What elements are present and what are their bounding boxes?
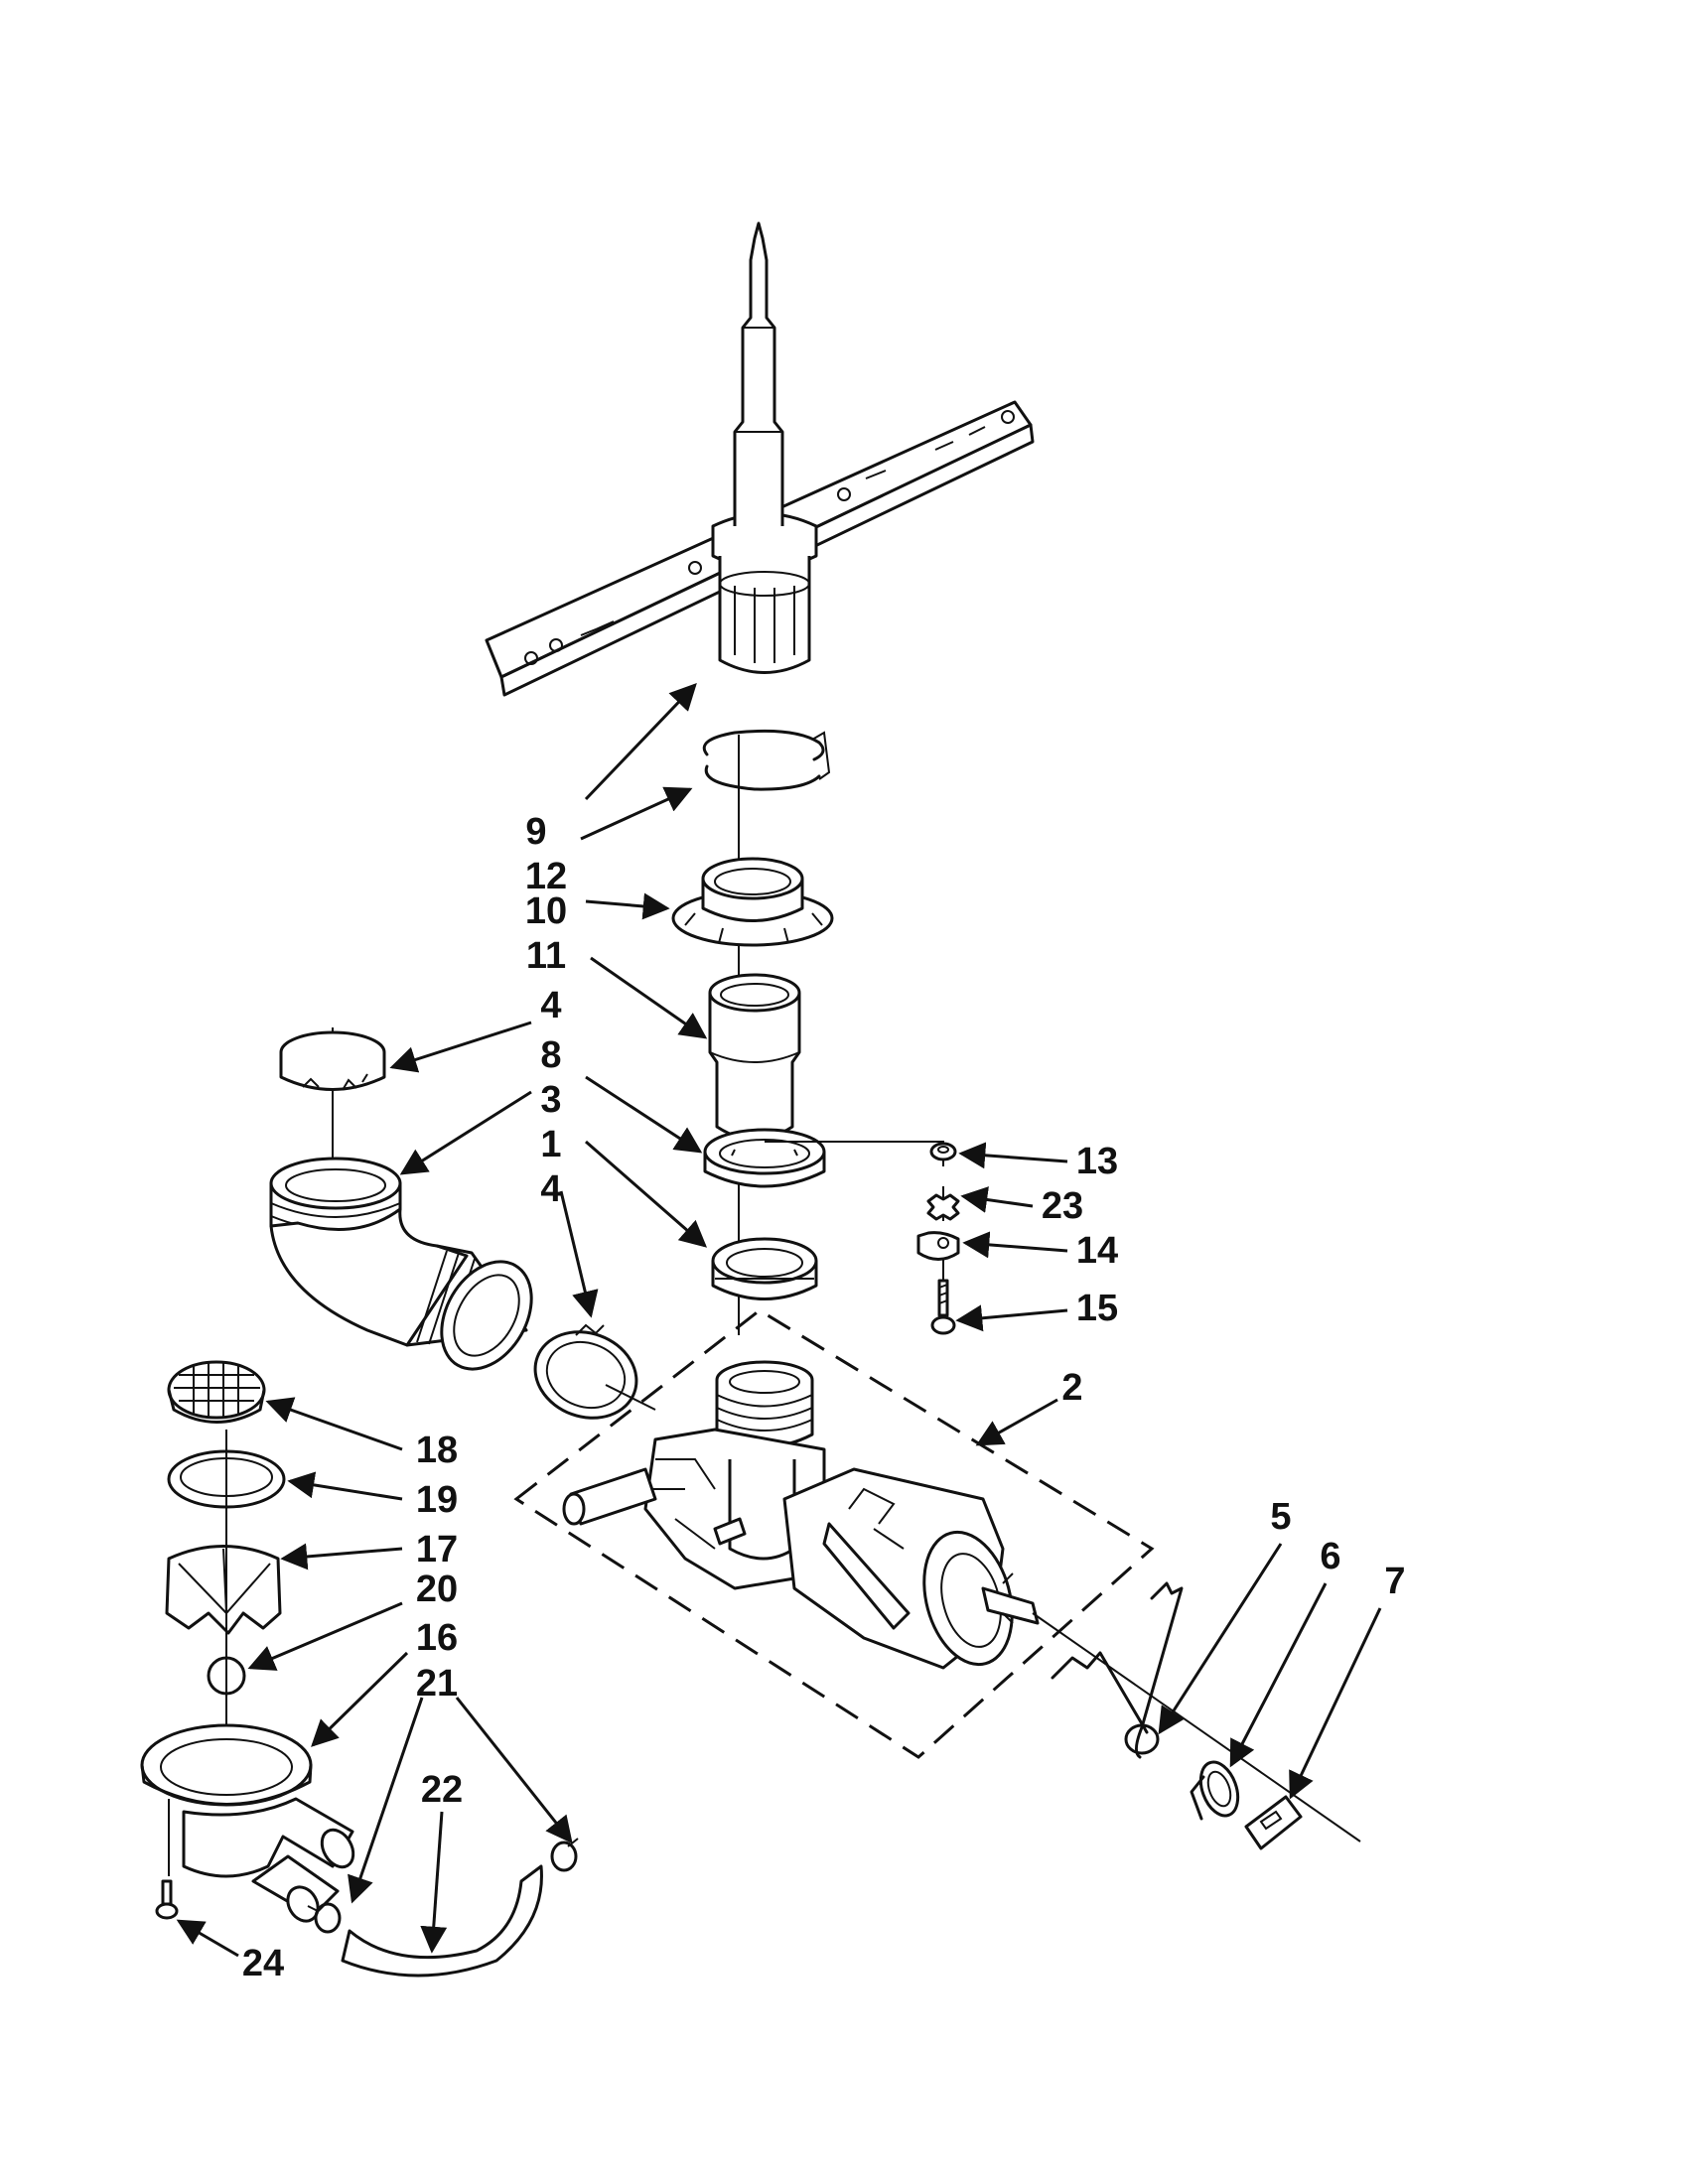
star-washer-23 <box>926 1193 960 1221</box>
lower-spray-arm <box>485 221 1035 697</box>
callout-3: 3 <box>540 1079 561 1121</box>
elbow-hose-3 <box>269 1157 533 1371</box>
callout-21: 21 <box>416 1663 458 1705</box>
screw-15 <box>930 1279 956 1335</box>
screw-24 <box>155 1879 179 1920</box>
callout-4-side: 4 <box>540 1168 561 1210</box>
callout-4-top: 4 <box>540 985 561 1026</box>
grommet-6 <box>1190 1760 1240 1821</box>
callout-15: 15 <box>1076 1288 1118 1329</box>
hose-clamp-21-right <box>550 1838 579 1872</box>
spray-arm-mount <box>671 857 834 947</box>
callout-11: 11 <box>526 935 566 977</box>
callout-1: 1 <box>540 1124 561 1165</box>
callout-14: 14 <box>1076 1230 1118 1272</box>
hose-clamp-4-side <box>533 1323 638 1420</box>
filter-grate-18 <box>167 1360 266 1424</box>
callout-13: 13 <box>1076 1141 1118 1182</box>
leader-lines <box>176 683 1382 1958</box>
seal-ring-8 <box>703 1128 826 1188</box>
callout-19: 19 <box>416 1479 458 1521</box>
pump-motor-assembly <box>562 1360 1040 1670</box>
callout-20: 20 <box>416 1569 458 1610</box>
callout-18: 18 <box>416 1430 458 1471</box>
snap-ring <box>702 729 831 791</box>
callout-10: 10 <box>525 890 567 932</box>
callout-6: 6 <box>1320 1536 1340 1577</box>
nut-13 <box>929 1142 957 1161</box>
sump-housing-16 <box>140 1723 355 1923</box>
callout-23: 23 <box>1042 1185 1083 1227</box>
hose-clamp-4-top <box>279 1030 386 1091</box>
hose-clamp-21-left <box>307 1902 342 1934</box>
motor-shaft-axis <box>1032 1612 1361 1843</box>
hose-axis <box>605 1384 656 1411</box>
callout-22: 22 <box>421 1769 463 1811</box>
pump-motor-boundary <box>513 1308 1155 1759</box>
drain-hose-22 <box>341 1864 543 1978</box>
ring-1 <box>711 1237 818 1300</box>
callout-8: 8 <box>540 1034 561 1076</box>
plate-7 <box>1244 1795 1303 1850</box>
callout-17: 17 <box>416 1529 458 1570</box>
callout-5: 5 <box>1270 1496 1291 1538</box>
callout-9: 9 <box>525 811 546 853</box>
cylinder-sleeve <box>708 973 801 1141</box>
callout-24: 24 <box>242 1943 284 1984</box>
callout-16: 16 <box>416 1617 458 1659</box>
callout-2: 2 <box>1061 1367 1082 1409</box>
wire-clip-5 <box>1051 1581 1184 1759</box>
strainer-17 <box>165 1545 282 1635</box>
bracket-14 <box>916 1231 960 1261</box>
callout-7: 7 <box>1384 1561 1405 1602</box>
callout-12: 12 <box>525 856 567 897</box>
